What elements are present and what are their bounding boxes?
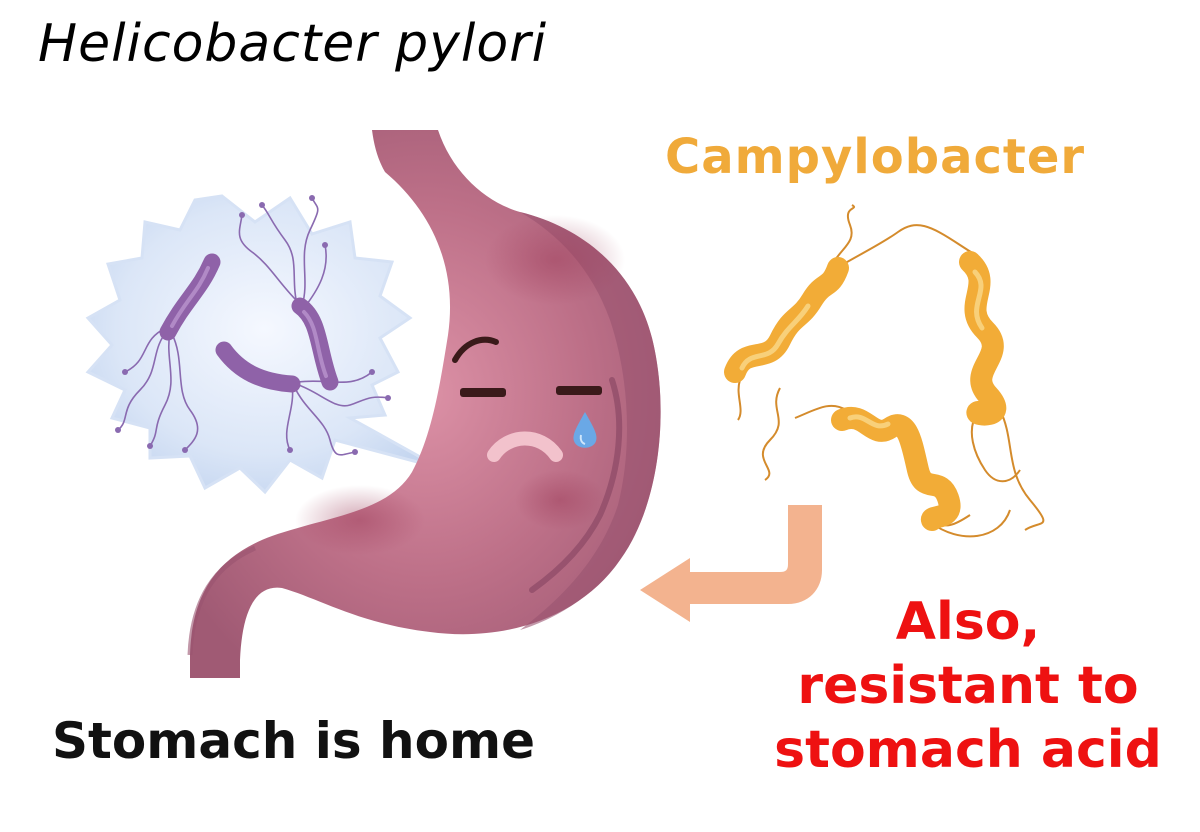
title: Helicobacter pylori	[38, 14, 548, 74]
sad-face-icon	[452, 336, 602, 462]
bent-arrow-icon	[640, 505, 822, 622]
acid-resistance-caption: Also, resistant to stomach acid	[738, 590, 1198, 782]
tear-icon	[573, 412, 597, 448]
acid-caption-line-3: stomach acid	[774, 720, 1162, 780]
stomach-caption: Stomach is home	[52, 712, 536, 770]
speech-bubble-icon	[85, 194, 441, 495]
helicobacter-icon	[115, 195, 391, 456]
stomach-icon	[187, 130, 661, 678]
campylobacter-icon	[724, 204, 1045, 538]
acid-caption-line-1: Also,	[895, 592, 1041, 652]
acid-caption-line-2: resistant to	[797, 656, 1139, 716]
campylobacter-label: Campylobacter	[665, 129, 1086, 185]
